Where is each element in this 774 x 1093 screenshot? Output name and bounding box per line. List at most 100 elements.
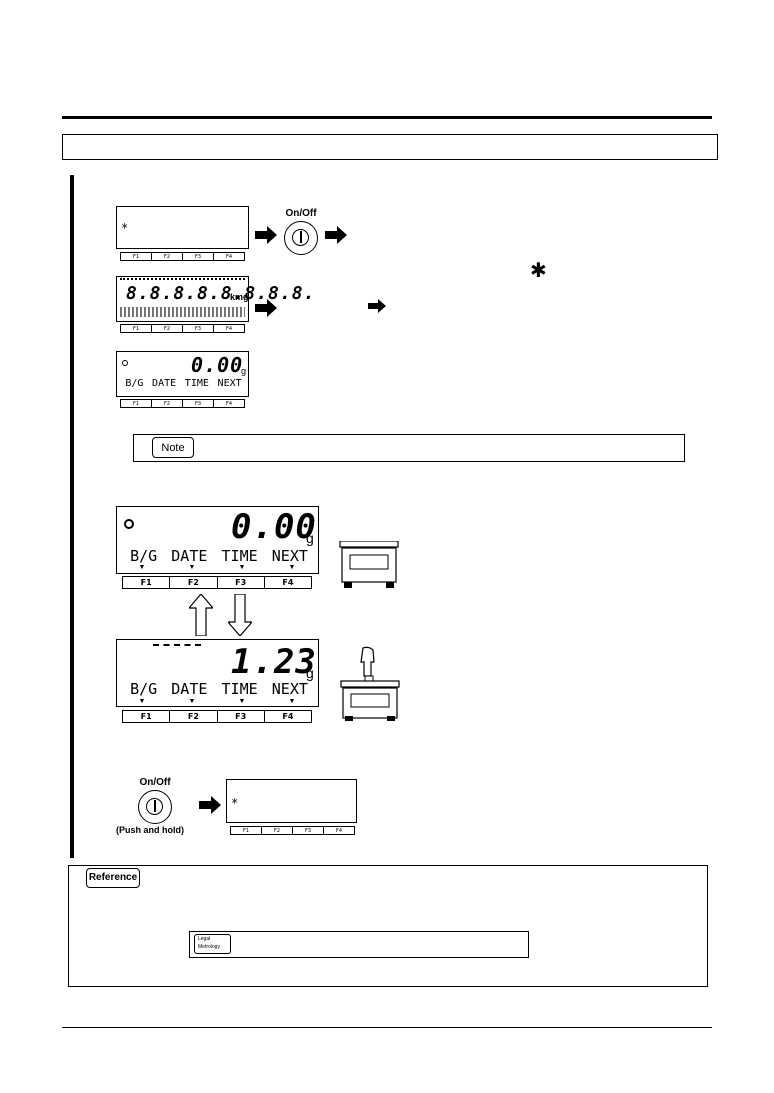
fkey-3: F3 (183, 325, 214, 332)
weight-value: 1.23 (231, 642, 317, 682)
weighing-small-fkeys: F1 F2 F3 F4 (120, 399, 245, 408)
segment-fkeys: F1 F2 F3 F4 (120, 324, 245, 333)
fkey-1: F1 (121, 325, 152, 332)
fkey-4: F4 (282, 578, 294, 587)
fkey-3: F3 (183, 253, 214, 260)
fkey-1: F1 (121, 400, 152, 407)
fkey-3: F3 (218, 577, 265, 588)
weight-unit: g (306, 530, 314, 546)
weighing-display-empty: 0.00 g B/G DATE TIME NEXT (116, 506, 319, 574)
stable-indicator-icon (124, 519, 134, 529)
onoff-label: On/Off (285, 208, 317, 219)
asterisk-symbol: ✱ (530, 260, 547, 282)
weighing-empty-fkeys: F1 F2 F3 F4 (122, 576, 312, 589)
procedure-side-bar (70, 175, 74, 858)
standby-asterisk: * (121, 221, 129, 235)
standby-off-fkeys: F1 F2 F3 F4 (230, 826, 355, 835)
fkey-1: F1 (121, 253, 152, 260)
right-arrow-icon (255, 299, 277, 317)
standby-display-off: * (226, 779, 357, 823)
right-arrow-icon (199, 796, 221, 814)
pointer-icon: ▼ (288, 698, 296, 705)
fkey-2: F2 (170, 711, 218, 722)
fkey-4: F4 (225, 254, 233, 260)
weight-unit: g (241, 366, 247, 376)
fkey-4: F4 (225, 401, 233, 407)
capacity-bar (153, 644, 201, 648)
pointer-icon: ▼ (288, 564, 296, 571)
note-badge: Note (152, 437, 194, 458)
pointer-icon: ▼ (238, 564, 246, 571)
power-icon (284, 221, 318, 255)
softkey-date: DATE (152, 378, 177, 389)
segment-text-row (120, 307, 245, 317)
fkey-2: F2 (152, 400, 183, 407)
onoff-label: On/Off (139, 777, 171, 788)
segment-test-display: 8.8.8.8.8.8.8.8. kmg (116, 276, 314, 322)
fkey-1: F1 (123, 711, 171, 722)
legal-metrology-box (189, 931, 529, 958)
standby-display: * (116, 206, 249, 249)
softkey-time: TIME (221, 680, 258, 698)
fkey-2: F2 (152, 253, 183, 260)
stable-indicator-icon (122, 360, 128, 366)
weighing-display-small: 0.00 g B/G DATE TIME NEXT (116, 351, 249, 397)
segment-indicator-row (120, 278, 245, 283)
softkey-bg: B/G (125, 378, 144, 389)
standby-asterisk: * (231, 796, 239, 810)
standby-fkeys: F1 F2 F3 F4 (120, 252, 245, 261)
onoff-button[interactable]: On/Off (278, 208, 324, 255)
fkey-3: F3 (293, 827, 324, 834)
pointer-icon: ▼ (138, 698, 146, 705)
softkey-labels: B/G DATE TIME NEXT (123, 547, 315, 565)
note-box (133, 434, 685, 462)
legal-metrology-badge: Legal Metrology (194, 934, 231, 954)
pointer-icon: ▼ (238, 698, 246, 705)
softkey-bg: B/G (130, 547, 158, 565)
softkey-labels: B/G DATE TIME NEXT (121, 378, 246, 389)
softkey-next: NEXT (271, 680, 308, 698)
softkey-pointers: ▼ ▼ ▼ ▼ (117, 698, 317, 705)
header-rule (62, 116, 712, 119)
reference-box (68, 865, 708, 987)
softkey-labels: B/G DATE TIME NEXT (123, 680, 315, 698)
weighing-display-loaded: 1.23 g B/G DATE TIME NEXT (116, 639, 319, 707)
weight-unit: g (306, 665, 314, 681)
balance-empty-illustration (339, 541, 399, 588)
right-arrow-icon (325, 226, 347, 244)
softkey-time: TIME (184, 378, 209, 389)
fkey-4: F4 (282, 712, 294, 721)
balance-loaded-illustration (340, 646, 400, 721)
up-arrow-icon (189, 594, 213, 636)
softkey-date: DATE (171, 680, 208, 698)
softkey-pointers: ▼▼▼▼ (117, 564, 317, 571)
softkey-next: NEXT (217, 378, 242, 389)
fkey-4: F4 (225, 326, 233, 332)
weight-value: 0.00 (231, 507, 317, 547)
fkey-4: F4 (335, 828, 343, 834)
softkey-time: TIME (221, 547, 258, 565)
fkey-3: F3 (218, 711, 265, 722)
power-icon (138, 790, 172, 824)
fkey-2: F2 (262, 827, 293, 834)
fkey-3: F3 (183, 400, 214, 407)
softkey-next: NEXT (271, 547, 308, 565)
reference-badge: Reference (86, 868, 140, 888)
softkey-bg: B/G (130, 680, 158, 698)
right-arrow-icon (255, 226, 277, 244)
segment-units: kmg (230, 292, 249, 302)
fkey-1: F1 (123, 577, 171, 588)
pointer-icon: ▼ (188, 698, 196, 705)
footer-rule (62, 1027, 712, 1028)
fkey-2: F2 (170, 577, 218, 588)
section-title-box (62, 134, 718, 160)
softkey-date: DATE (171, 547, 208, 565)
down-arrow-icon (228, 594, 252, 636)
weighing-loaded-fkeys: F1 F2 F3 F4 (122, 710, 312, 723)
fkey-1: F1 (231, 827, 262, 834)
weight-value: 0.00 (191, 353, 244, 377)
push-and-hold-caption: (Push and hold) (116, 825, 184, 835)
right-arrow-icon (368, 299, 386, 313)
pointer-icon: ▼ (138, 564, 146, 571)
onoff-button-hold[interactable]: On/Off (132, 777, 178, 824)
